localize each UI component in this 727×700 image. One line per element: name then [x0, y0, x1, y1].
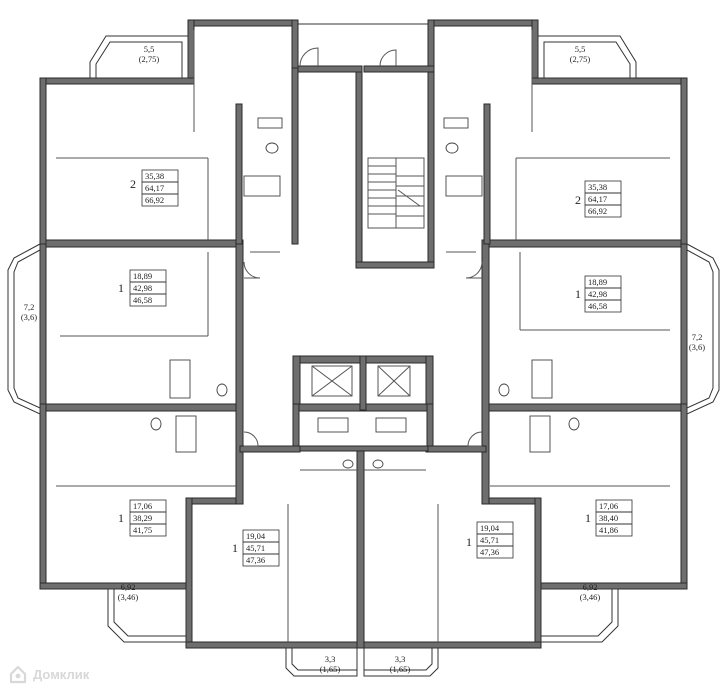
rooms-count: 1	[585, 511, 591, 525]
door-swings	[243, 47, 483, 447]
apartment-label-top-left: 2 35,38 64,17 66,92	[130, 169, 179, 207]
apartment-label-bottom-right: 1 19,04 45,71 47,36	[466, 521, 514, 559]
area-with-balcony: 46,58	[133, 295, 152, 305]
balcony-top-left-half: (2,75)	[139, 54, 160, 64]
balcony-left-half: (3,6)	[21, 312, 37, 322]
rooms-count: 1	[118, 511, 124, 525]
total-area: 45,71	[246, 543, 265, 553]
total-area: 42,98	[588, 289, 607, 299]
rooms-count: 2	[575, 193, 581, 207]
balcony-top-right-half: (2,75)	[570, 54, 591, 64]
living-area: 17,06	[599, 501, 618, 511]
balcony-bottom-right-half: (3,46)	[580, 592, 601, 602]
room-partitions	[56, 30, 670, 642]
area-with-balcony: 47,36	[480, 547, 499, 557]
living-area: 18,89	[588, 277, 607, 287]
total-area: 64,17	[588, 194, 607, 204]
apartment-label-lower-right: 1 17,06 38,40 41,86	[585, 499, 633, 537]
rooms-count: 1	[118, 281, 124, 295]
total-area: 38,40	[599, 513, 618, 523]
living-area: 17,06	[133, 501, 152, 511]
living-area: 18,89	[133, 271, 152, 281]
rooms-count: 2	[130, 177, 136, 191]
balcony-labels: 5,5 (2,75) 5,5 (2,75) 7,2 (3,6) 7,2 (3,6…	[21, 44, 705, 674]
staircase	[367, 157, 425, 229]
apartment-label-bottom-left: 1 19,04 45,71 47,36	[232, 529, 280, 567]
area-with-balcony: 41,86	[599, 525, 618, 535]
domclick-watermark: Домклик	[8, 664, 89, 684]
balcony-right-area: 7,2	[692, 332, 703, 342]
rooms-count: 1	[466, 535, 472, 549]
apartment-label-mid-right: 1 18,89 42,98 46,58	[575, 275, 622, 313]
total-area: 45,71	[480, 535, 499, 545]
balcony-bottom-left-area: 6,92	[121, 582, 136, 592]
elevator-shafts	[311, 365, 411, 397]
rooms-count: 1	[575, 287, 581, 301]
balcony-right-half: (3,6)	[689, 342, 705, 352]
balcony-bottom-right-area: 6,92	[583, 582, 598, 592]
total-area: 38,29	[133, 513, 152, 523]
interior-walls	[45, 65, 682, 505]
total-area: 64,17	[145, 183, 164, 193]
house-icon	[9, 665, 27, 684]
living-area: 19,04	[246, 531, 266, 541]
balcony-left-area: 7,2	[24, 302, 35, 312]
rooms-count: 1	[232, 541, 238, 555]
balcony-bottom-center-right-half: (1,65)	[390, 664, 411, 674]
living-area: 35,38	[588, 182, 607, 192]
balcony-bottom-left-half: (3,46)	[118, 592, 139, 602]
balcony-bottom-center-left-area: 3,3	[325, 654, 336, 664]
living-area: 19,04	[480, 523, 500, 533]
balcony-bottom-center-left-half: (1,65)	[320, 664, 341, 674]
area-with-balcony: 47,36	[246, 555, 265, 565]
exterior-walls	[39, 19, 688, 649]
apartment-label-lower-left: 1 17,06 38,29 41,75	[118, 499, 167, 537]
balcony-bottom-center-right-area: 3,3	[395, 654, 406, 664]
apartment-label-top-right: 2 35,38 64,17 66,92	[575, 180, 622, 218]
living-area: 35,38	[145, 171, 164, 181]
balcony-outlines	[7, 23, 720, 677]
watermark-text: Домклик	[33, 666, 90, 682]
area-with-balcony: 41,75	[133, 525, 152, 535]
bathroom-fixtures	[150, 117, 580, 469]
apartment-label-mid-left: 1 18,89 42,98 46,58	[118, 269, 167, 307]
total-area: 42,98	[133, 283, 152, 293]
balcony-top-left-area: 5,5	[144, 44, 155, 54]
area-with-balcony: 66,92	[145, 195, 164, 205]
balcony-top-right-area: 5,5	[575, 44, 586, 54]
area-with-balcony: 46,58	[588, 301, 607, 311]
area-with-balcony: 66,92	[588, 206, 607, 216]
